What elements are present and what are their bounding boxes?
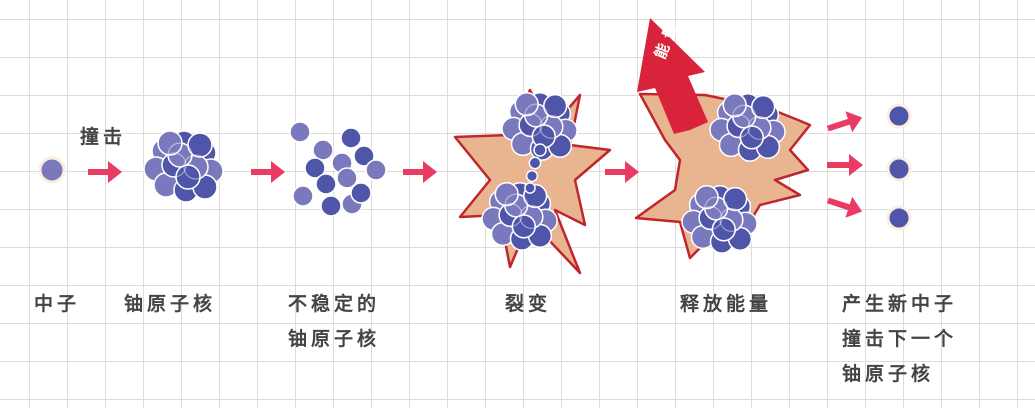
uranium-nucleus-nucleon-outline (187, 132, 213, 158)
uranium-nucleus-nucleon-outline (175, 164, 201, 190)
fission-fragment-bottom-nucleon-outline (494, 182, 519, 207)
unstable-nucleon (315, 173, 337, 195)
step-label-release-energy: 释放能量 (680, 293, 773, 315)
step-label-unstable-nucleus: 不稳定的铀原子核 (288, 293, 381, 350)
fission-fragment-bottom-nucleon-outline (519, 204, 544, 229)
uranium-nucleus-nucleon-outline (183, 154, 209, 180)
neutron-icon (38, 156, 66, 184)
fission-fragment-bottom-nucleon-outline (504, 193, 529, 218)
unstable-nucleon (350, 182, 372, 204)
fission-fragment-top-nucleon-outline (543, 93, 568, 118)
arrow-icon (826, 111, 863, 133)
fission-fragment-bottom-nucleon-outline (511, 214, 536, 239)
step-label-new-neutrons: 产生新中子撞击下一个铀原子核 (842, 293, 958, 385)
energy-fragment-bottom-nucleon-outline (723, 187, 748, 212)
energy-fragment-top-nucleon-outline (732, 104, 757, 129)
fission-fragment-top-nucleon (543, 93, 568, 119)
energy-fragment-bottom-nucleon (711, 217, 736, 242)
uranium-nucleus-nucleon (157, 130, 183, 156)
unstable-nucleon (289, 121, 311, 143)
energy-fragment-top-nucleon (751, 94, 776, 120)
arrow-icon (605, 161, 639, 183)
uranium-nucleus-nucleon-outline (161, 152, 187, 178)
hit-label: 撞击 (80, 126, 127, 148)
fission-fragment-bottom-nucleon-outline (498, 203, 523, 228)
fission-fragment-top-nucleon (514, 91, 539, 117)
energy-fragment-bottom-nucleon-outline (694, 185, 719, 210)
arrow-icon (403, 161, 437, 183)
energy-fragment-bottom-nucleon-outline (719, 207, 744, 232)
uranium-nucleus-nucleon-outline (157, 130, 183, 156)
new-neutron-icon (886, 156, 912, 182)
unstable-nucleon (365, 159, 387, 181)
fission-fragment-top-nucleon-outline (524, 103, 549, 128)
energy-fragment-bottom-nucleon (723, 186, 748, 212)
fission-fragment-top-nucleon-outline (539, 114, 564, 139)
fission-fragment-top-nucleon-outline (518, 112, 543, 137)
energy-fragment-top-nucleon (739, 125, 764, 150)
unstable-nucleon (320, 195, 342, 217)
step-label-neutron: 中子 (34, 293, 81, 315)
energy-fragment-top-nucleon-outline (722, 93, 747, 118)
energy-fragment-bottom-nucleon (694, 184, 719, 210)
fission-stream-nucleon (525, 169, 539, 183)
unstable-nucleon (292, 185, 314, 207)
energy-fragment-bottom-nucleon-outline (711, 217, 736, 242)
fission-fragment-bottom-nucleon-outline (523, 184, 548, 209)
step-label-fission: 裂变 (505, 293, 552, 315)
arrow-icon (827, 154, 863, 176)
energy-fragment-bottom-nucleon-outline (704, 196, 729, 221)
fission-stream-nucleon (524, 182, 536, 194)
arrow-icon (826, 196, 863, 218)
fission-fragment-bottom-nucleon (494, 181, 519, 207)
unstable-nucleon (304, 157, 326, 179)
energy-fragment-top-nucleon-outline (739, 125, 764, 150)
step-label-uranium-nucleus: 铀原子核 (124, 293, 217, 315)
unstable-nucleon (336, 167, 358, 189)
energy-arrow-icon (637, 18, 708, 134)
energy-fragment-bottom-nucleon-outline (698, 206, 723, 231)
unstable-nucleon (353, 145, 375, 167)
unstable-nucleon (312, 139, 334, 161)
unstable-nucleon (340, 127, 362, 149)
arrow-icon (251, 161, 285, 183)
fission-stream-nucleon (533, 143, 547, 157)
energy-fragment-top-nucleon-outline (726, 113, 751, 138)
fission-fragment-bottom-nucleon (511, 214, 536, 239)
uranium-nucleus-nucleon (175, 164, 201, 190)
new-neutron-icon (886, 103, 912, 129)
energy-fragment-top-nucleon-outline (751, 94, 776, 119)
uranium-nucleus-nucleon-outline (167, 142, 193, 168)
uranium-nucleus-nucleon (187, 132, 213, 158)
fission-stream-nucleon (528, 156, 542, 170)
energy-fragment-top-nucleon-outline (747, 115, 772, 140)
energy-fragment-top-nucleon (722, 92, 747, 118)
arrow-icon (88, 161, 122, 183)
fission-fragment-top-nucleon-outline (514, 92, 539, 117)
new-neutron-icon (886, 205, 912, 231)
